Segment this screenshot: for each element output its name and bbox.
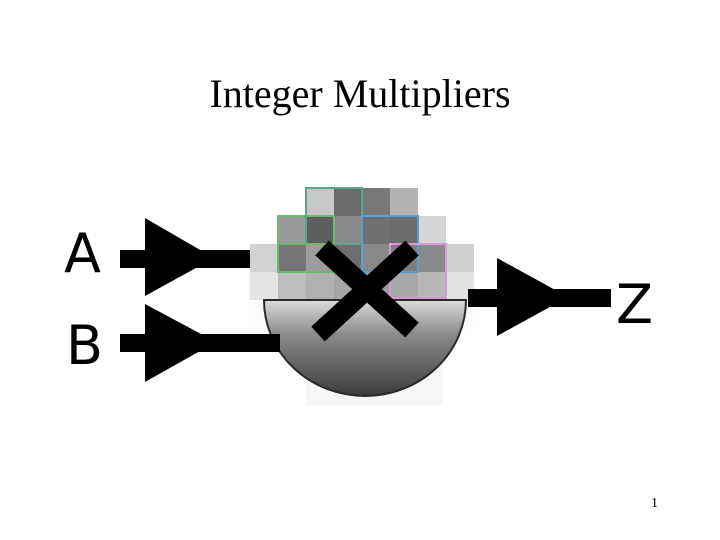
multiply-cross-icon xyxy=(311,240,419,342)
output-z-arrow xyxy=(468,258,611,336)
page-number: 1 xyxy=(651,496,658,511)
slide-title: Integer Multipliers xyxy=(209,71,511,116)
output-z-label: Z xyxy=(616,273,653,336)
input-a-label: A xyxy=(64,222,101,285)
input-b-label: B xyxy=(66,314,103,377)
input-a-arrow xyxy=(120,218,250,296)
outline-teal xyxy=(305,187,363,245)
input-b-arrow xyxy=(120,304,280,382)
